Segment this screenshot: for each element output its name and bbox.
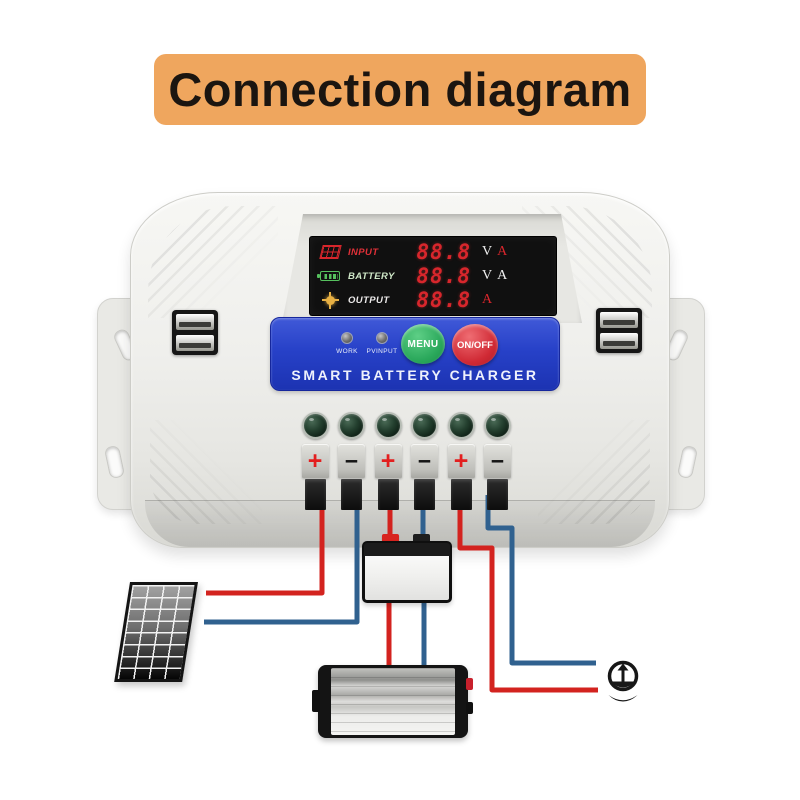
terminal-screw [447, 412, 475, 439]
led-label: PVINPUT [366, 348, 398, 355]
pv-negative-wire [204, 495, 360, 625]
terminal-wire-slot [304, 479, 326, 510]
terminal-cap: + [301, 444, 329, 478]
on-off-button: ON/OFF [452, 324, 498, 366]
power-inverter [312, 665, 473, 738]
terminal-cap: − [338, 444, 365, 478]
terminal-cap: + [374, 444, 402, 478]
terminal-wire-slot [377, 479, 399, 510]
display-row: OUTPUT 88.8 A [310, 288, 556, 312]
unit-letter: A [482, 292, 493, 307]
control-panel: WORK PVINPUT MENU ON/OFF SMART BATTERY CH… [270, 317, 560, 391]
unit-letter: V [482, 268, 493, 283]
panel-title: SMART BATTERY CHARGER [291, 367, 539, 383]
unit-letter: A [497, 244, 508, 259]
terminal-cap: − [411, 444, 438, 478]
led-label: WORK [336, 348, 358, 355]
inverter-positive-terminal [466, 678, 473, 690]
display-icon-box [317, 291, 343, 309]
led-indicator-group: PVINPUT [360, 332, 404, 355]
terminal-screw [301, 412, 329, 439]
inverter-negative-terminal [466, 702, 473, 714]
display-row-label: OUTPUT [348, 294, 390, 306]
terminal-cap: − [484, 444, 511, 478]
terminal-screw [374, 412, 402, 439]
usb-a-connector [176, 314, 214, 330]
display-row-value: 88.8 [416, 240, 471, 264]
battery-positive-terminal [382, 534, 399, 544]
terminal-wire-slot [414, 479, 435, 510]
usb-port-left [172, 310, 218, 355]
light-bulb-icon [607, 660, 639, 702]
usb-a-connector [600, 333, 638, 349]
load-negative-wire [485, 495, 596, 666]
inverter-heatsink [331, 668, 455, 735]
terminal-screw [338, 412, 365, 439]
pv-positive-wire [206, 495, 325, 596]
terminal-wire-slot [450, 479, 472, 510]
status-led [341, 332, 353, 344]
banner-title: Connection diagram [168, 63, 632, 116]
inverter-left-terminal [312, 690, 320, 712]
battery-level-icon [316, 271, 340, 281]
terminal-wire-slot [487, 479, 508, 510]
display-row-value: 88.8 [416, 288, 471, 312]
usb-a-connector [176, 335, 214, 351]
battery-top-band [364, 543, 450, 556]
terminal-screw [411, 412, 438, 439]
terminal-polarity-label: − [344, 447, 359, 474]
terminal-block: − [411, 444, 438, 510]
load-positive-wire [457, 495, 598, 693]
bulb-icon [321, 291, 339, 309]
terminal-polarity-label: − [490, 447, 505, 474]
terminal-wire-slot [341, 479, 362, 510]
display-row-value: 88.8 [416, 264, 471, 288]
terminal-polarity-label: + [453, 446, 469, 475]
usb-port-right [596, 308, 642, 353]
status-led [376, 332, 388, 344]
menu-button: MENU [401, 324, 445, 364]
display-row-units: A [482, 292, 492, 308]
display-icon-box [316, 271, 343, 281]
usb-a-connector [600, 312, 638, 328]
terminal-polarity-label: − [417, 447, 432, 474]
terminal-block: + [301, 444, 329, 510]
terminal-block: − [484, 444, 511, 510]
terminal-block: + [447, 444, 475, 510]
terminal-screw [484, 412, 511, 439]
battery-negative-terminal [413, 534, 430, 544]
display-row-label: INPUT [348, 246, 379, 258]
terminal-block: + [374, 444, 402, 510]
terminal-polarity-label: + [380, 446, 396, 475]
terminal-polarity-label: + [307, 446, 323, 475]
banner: Connection diagram [154, 54, 646, 125]
display-row-label: BATTERY [348, 270, 395, 282]
led-indicator-group: WORK [325, 332, 369, 355]
unit-letter: A [497, 268, 508, 283]
unit-letter: V [482, 244, 493, 259]
battery [362, 534, 452, 603]
terminal-cap: + [447, 444, 475, 478]
terminal-block: − [338, 444, 365, 510]
